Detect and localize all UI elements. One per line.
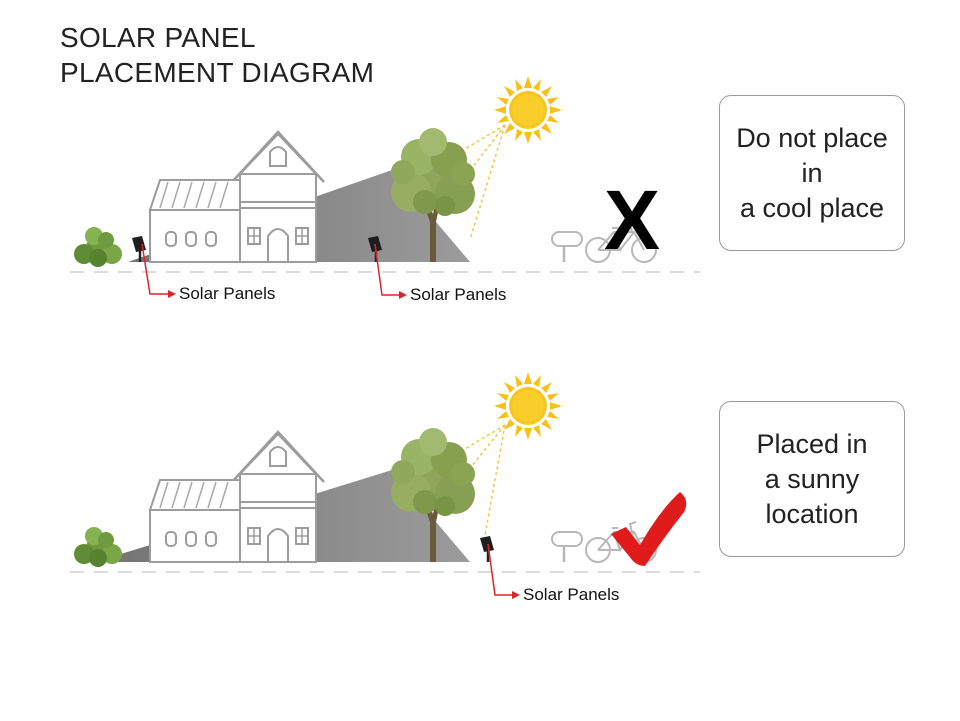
note-line: location <box>765 498 859 529</box>
top-scene <box>52 76 720 299</box>
recommendation-note-text: Placed in a sunny location <box>756 427 867 532</box>
label-arrow-3 <box>487 543 514 596</box>
solar-panels-label: Solar Panels <box>523 585 620 604</box>
page-title: SOLAR PANEL PLACEMENT DIAGRAM <box>60 20 374 90</box>
sun-icon <box>494 76 562 144</box>
note-line: Do not place <box>736 122 888 153</box>
bush-icon <box>74 527 122 567</box>
arrowhead-icon <box>399 291 407 299</box>
cross-mark: X <box>604 173 661 267</box>
title-line-2: PLACEMENT DIAGRAM <box>60 57 375 88</box>
note-line: a sunny <box>764 463 860 494</box>
sun-icon <box>494 372 562 440</box>
note-line: a cool place <box>739 192 885 223</box>
solar-panel-icon <box>478 534 496 564</box>
recommendation-note-box: Placed in a sunny location <box>719 401 905 557</box>
note-line: in <box>801 157 823 188</box>
arrowhead-icon <box>168 290 176 298</box>
solar-panels-label: Solar Panels <box>410 285 507 304</box>
check-icon <box>611 492 687 566</box>
bush-icon <box>74 227 122 267</box>
warning-note-box: Do not place in a cool place <box>719 95 905 251</box>
house-icon <box>148 430 326 564</box>
label-arrow-1 <box>141 243 170 295</box>
bottom-scene <box>52 372 720 599</box>
title-line-1: SOLAR PANEL <box>60 22 256 53</box>
solar-panels-label: Solar Panels <box>179 284 276 303</box>
label-arrow-2 <box>374 243 401 296</box>
note-line: Placed in <box>756 428 868 459</box>
house-icon <box>148 130 326 264</box>
warning-note-text: Do not place in a cool place <box>736 121 888 226</box>
arrowhead-icon <box>512 591 520 599</box>
